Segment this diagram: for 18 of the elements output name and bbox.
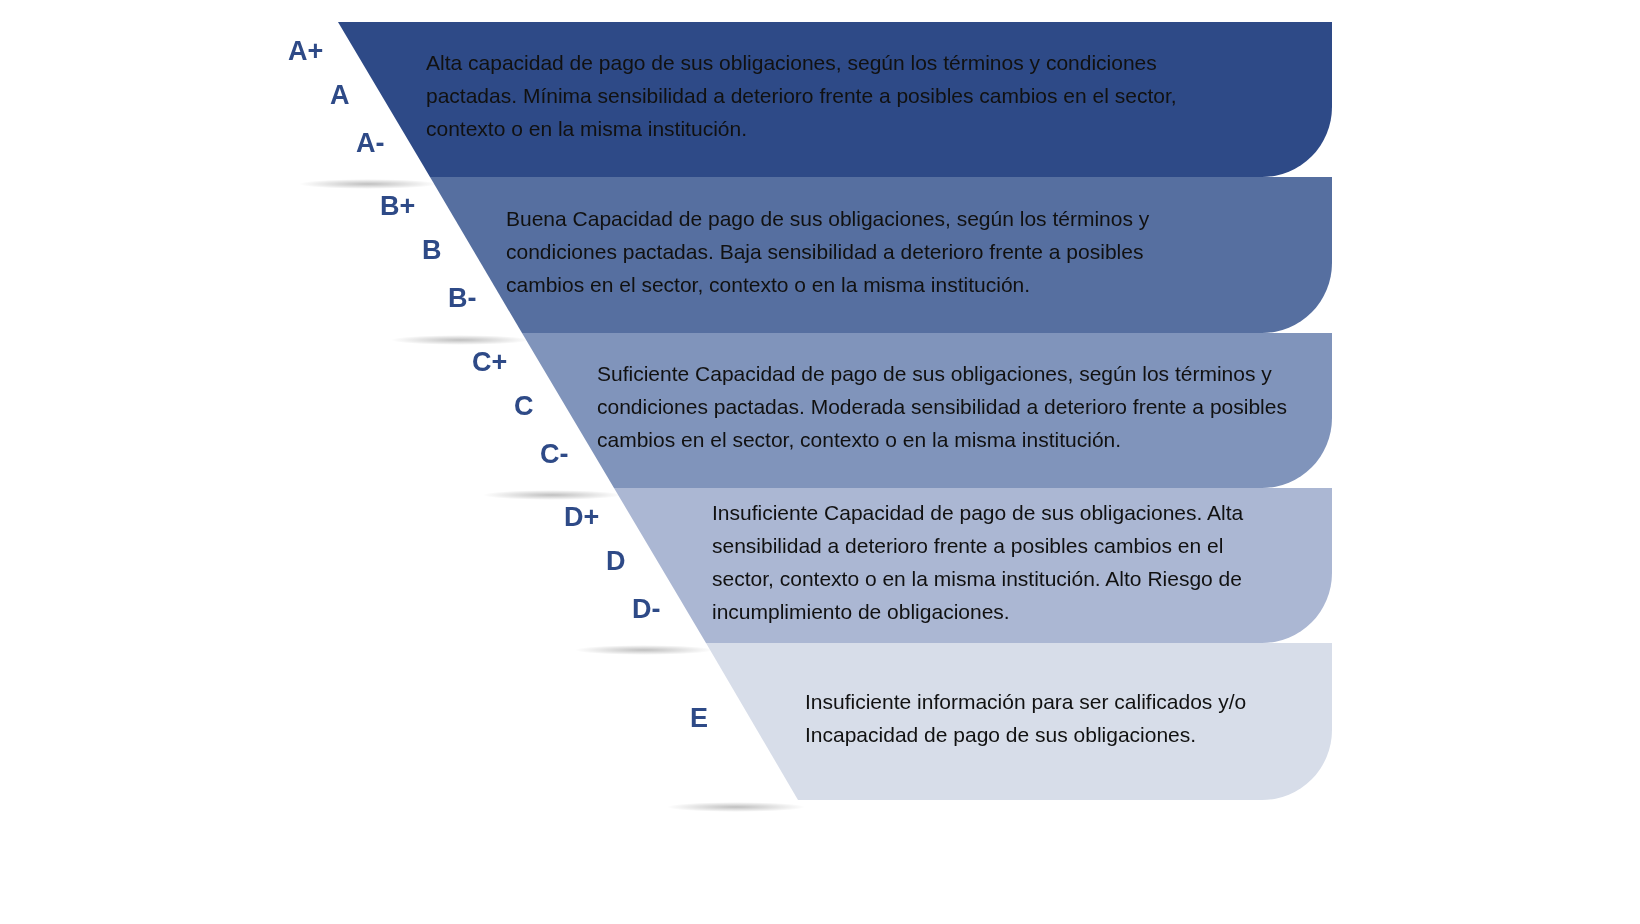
- grade-label: C+: [472, 347, 508, 377]
- grade-label: B+: [380, 191, 416, 221]
- grade-label: B: [422, 235, 442, 265]
- grade-label: C-: [540, 439, 569, 469]
- grade-label: D: [606, 546, 626, 576]
- grade-label: A-: [356, 128, 385, 158]
- grade-label: C: [514, 391, 534, 421]
- grade-label: E: [690, 703, 708, 733]
- band-description: Suficiente Capacidad de pago de sus obligaciones, según los términos y condiciones pactadas. Moderada sensibilidad a deterioro frente a posibles cambios en el sector, contexto o en la misma institución.: [597, 361, 1288, 453]
- band-description: Insuficiente Capacidad de pago de sus obligaciones. Alta sensibilidad a deterioro frente a posibles cambios en el sector, contexto o en la misma institución. Alto Riesgo de incumplimiento de obligaciones.: [712, 500, 1245, 625]
- band-description: Buena Capacidad de pago de sus obligaciones, según los términos y condiciones pactadas. Baja sensibilidad a deterioro frente a posibles cambios en el sector, contexto o en la misma institución.: [506, 206, 1151, 298]
- band-description: Alta capacidad de pago de sus obligaciones, según los términos y condiciones pactadas. Mínima sensibilidad a deterioro frente a posibles cambios en el sector, contexto o en la misma institución.: [426, 50, 1178, 142]
- grade-label: B-: [448, 283, 477, 313]
- grade-label: D-: [632, 594, 661, 624]
- grade-label: D+: [564, 502, 600, 532]
- grade-label: A: [330, 80, 350, 110]
- grade-label: A+: [288, 36, 324, 66]
- band-description: Insuficiente información para ser calificados y/o Incapacidad de pago de sus obligaciones.: [805, 689, 1248, 748]
